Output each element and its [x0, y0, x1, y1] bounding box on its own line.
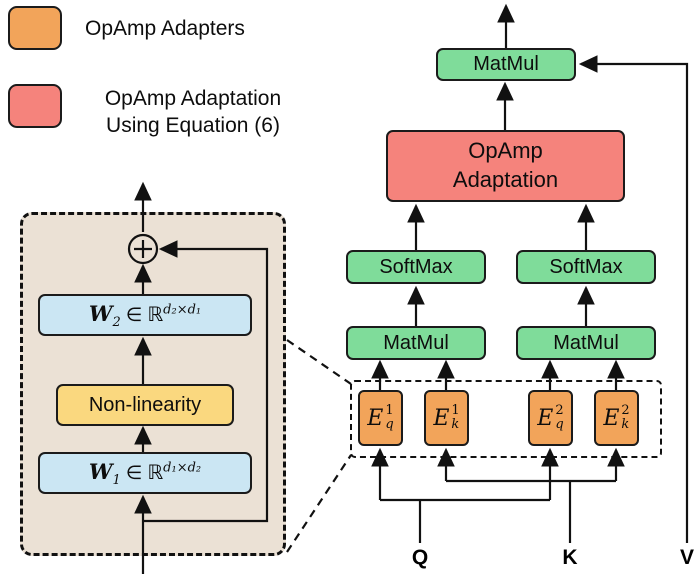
w2-weight-box: W2∈ℝd₂×d₁	[38, 294, 252, 336]
zoom-guide-bottom	[286, 454, 352, 553]
w2-symbol: W	[88, 300, 113, 326]
adapter-ek2-box: E 2 k	[594, 390, 639, 446]
real-set-symbol: ℝ	[147, 301, 164, 326]
w1-dimensions: d₁×d₂	[163, 459, 202, 475]
ek1-symbol: E	[433, 405, 450, 431]
adapter-eq2-box: E 2 q	[528, 390, 573, 446]
element-of-symbol: ∈	[125, 303, 143, 326]
ek2-symbol: E	[603, 405, 620, 431]
legend-adapter-label: OpAmp Adapters	[85, 17, 245, 40]
w1-weight-box: W1∈ℝd₁×d₂	[38, 452, 252, 494]
eq1-scripts: 1 q	[385, 403, 394, 432]
legend-adaptation-label: OpAmp Adaptation Using Equation (6)	[80, 85, 306, 139]
real-set-symbol: ℝ	[147, 459, 164, 484]
eq1-symbol: E	[367, 405, 384, 431]
opamp-adaptation-line2: Adaptation	[452, 167, 559, 192]
nonlinearity-box: Non-linearity	[56, 384, 234, 426]
softmax-right-box: SoftMax	[516, 250, 656, 284]
ek2-scripts: 2 k	[621, 403, 630, 432]
element-of-symbol: ∈	[125, 461, 143, 484]
matmul-right-box: MatMul	[516, 326, 656, 360]
softmax-left-box: SoftMax	[346, 250, 486, 284]
w1-symbol: W	[88, 458, 113, 484]
opamp-adaptation-line1: OpAmp	[468, 138, 543, 164]
eq2-scripts: 2 q	[555, 403, 564, 432]
w2-dimensions: d₂×d₁	[163, 301, 202, 317]
ek1-scripts: 1 k	[451, 403, 460, 432]
legend-adaptation-line1: OpAmp Adaptation	[104, 87, 282, 110]
w2-subscript: 2	[112, 314, 121, 330]
w1-math-label: W1∈ℝd₁×d₂	[89, 459, 201, 488]
value-input-label: V	[679, 546, 694, 569]
zoom-guide-lines	[286, 339, 352, 553]
matmul-left-box: MatMul	[346, 326, 486, 360]
output-matmul-box: MatMul	[436, 48, 576, 81]
legend-adaptation-line2: Using Equation (6)	[106, 114, 280, 137]
w2-math-label: W2∈ℝd₂×d₁	[89, 301, 201, 330]
zoom-guide-top	[286, 339, 352, 385]
adapter-eq1-box: E 1 q	[358, 390, 403, 446]
query-input-label: Q	[411, 546, 429, 569]
eq2-symbol: E	[537, 405, 554, 431]
key-input-label: K	[562, 546, 578, 569]
w1-subscript: 1	[112, 472, 121, 488]
legend-adaptation-swatch	[8, 84, 62, 128]
adapter-ek1-box: E 1 k	[424, 390, 469, 446]
legend-adapter-swatch	[8, 6, 62, 50]
opamp-adaptation-box: OpAmp Adaptation	[386, 130, 625, 202]
